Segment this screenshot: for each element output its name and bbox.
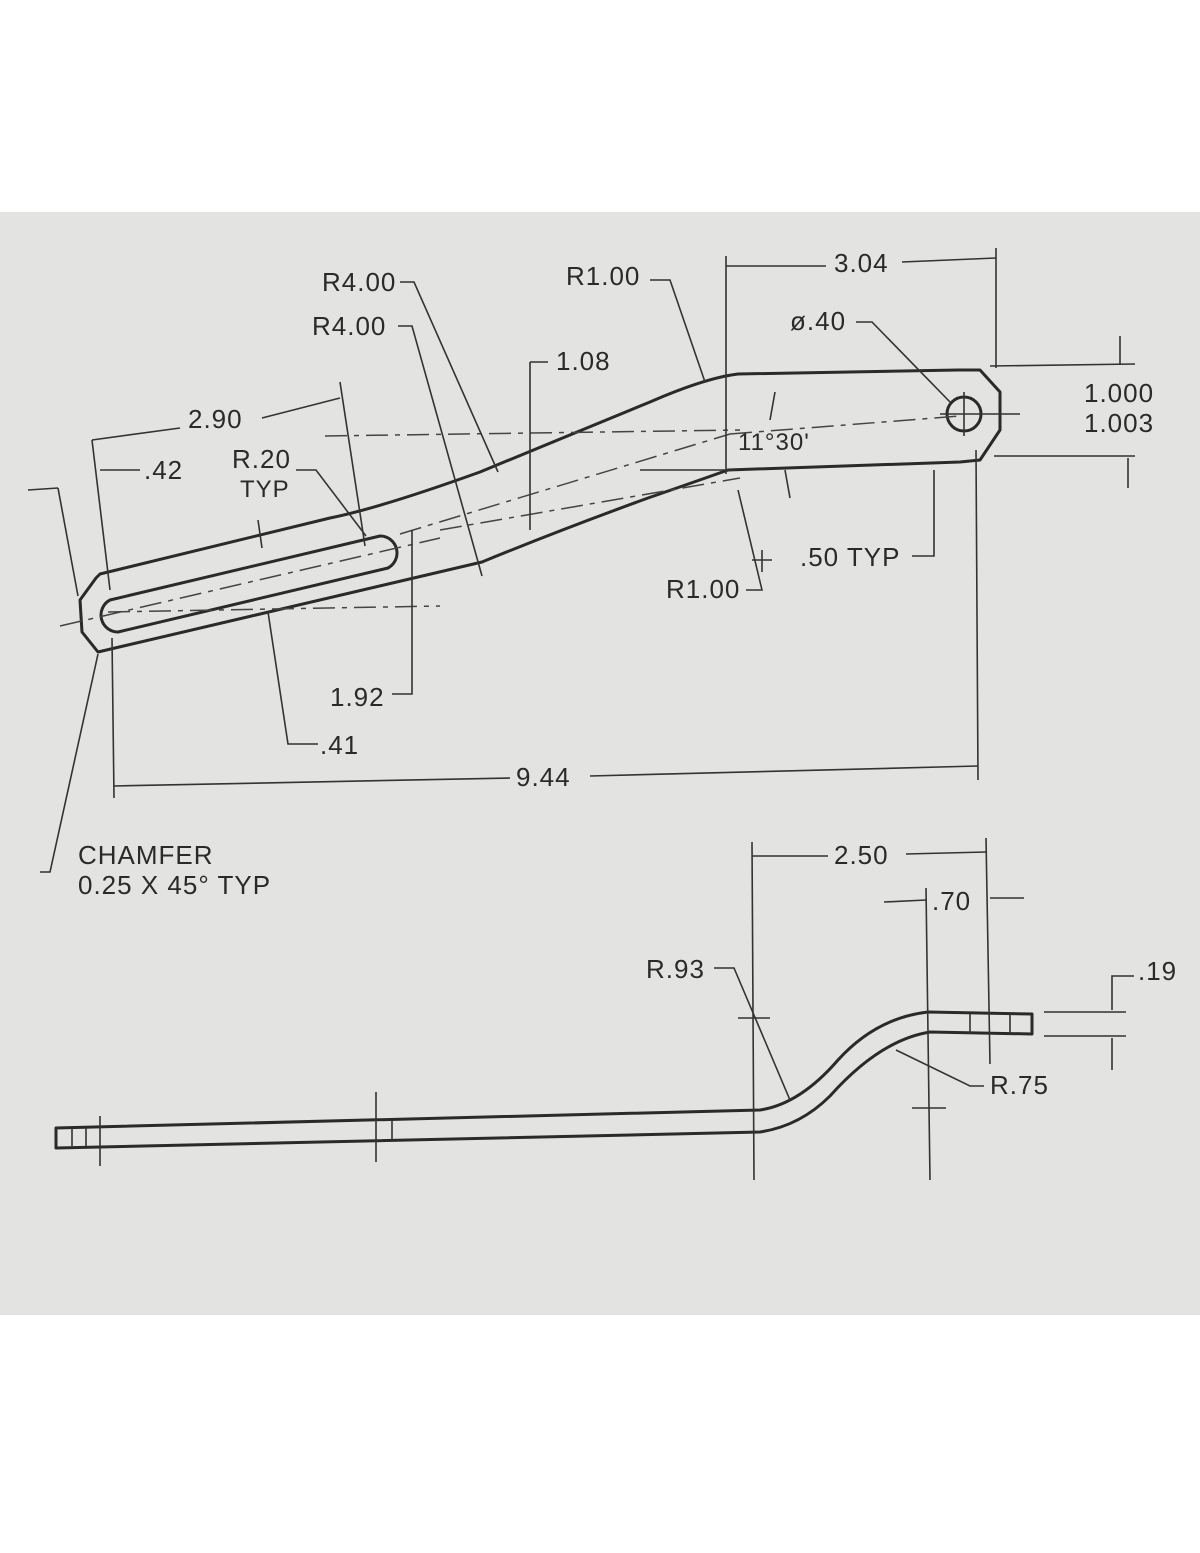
label-r400-top: R4.00 [322, 267, 396, 297]
label-019: .19 [1138, 956, 1177, 986]
top-view [59, 368, 1020, 654]
label-050-typ: .50 TYP [800, 542, 900, 572]
label-944: 9.44 [516, 762, 571, 792]
label-108: 1.08 [556, 346, 611, 376]
top-view-dimension-lines [27, 248, 1136, 873]
label-041: .41 [320, 730, 359, 760]
label-1000: 1.000 [1084, 378, 1154, 408]
label-042: .42 [144, 455, 183, 485]
label-070: .70 [932, 886, 971, 916]
part-outline-top-view [78, 368, 1002, 654]
label-angle: 11°30' [738, 429, 810, 456]
label-typ: TYP [240, 476, 290, 503]
label-dia-040: ø.40 [790, 306, 846, 336]
slot-outline [99, 534, 399, 634]
label-250: 2.50 [834, 840, 889, 870]
label-r020: R.20 [232, 444, 291, 474]
label-chamfer-line2: 0.25 X 45° TYP [78, 870, 271, 900]
part-outline-side-view [54, 1010, 1034, 1150]
side-view [54, 837, 1134, 1181]
dimension-labels: R4.00 R4.00 R1.00 3.04 ø.40 1.08 1.000 1… [78, 248, 1177, 1100]
label-r100-bottom: R1.00 [666, 574, 740, 604]
label-chamfer-line1: CHAMFER [78, 840, 214, 870]
label-r093: R.93 [646, 954, 705, 984]
label-304: 3.04 [834, 248, 889, 278]
label-r100-top: R1.00 [566, 261, 640, 291]
label-r400-bottom: R4.00 [312, 311, 386, 341]
label-1003: 1.003 [1084, 408, 1154, 438]
label-r075: R.75 [990, 1070, 1049, 1100]
label-192: 1.92 [330, 682, 385, 712]
label-290: 2.90 [188, 404, 243, 434]
